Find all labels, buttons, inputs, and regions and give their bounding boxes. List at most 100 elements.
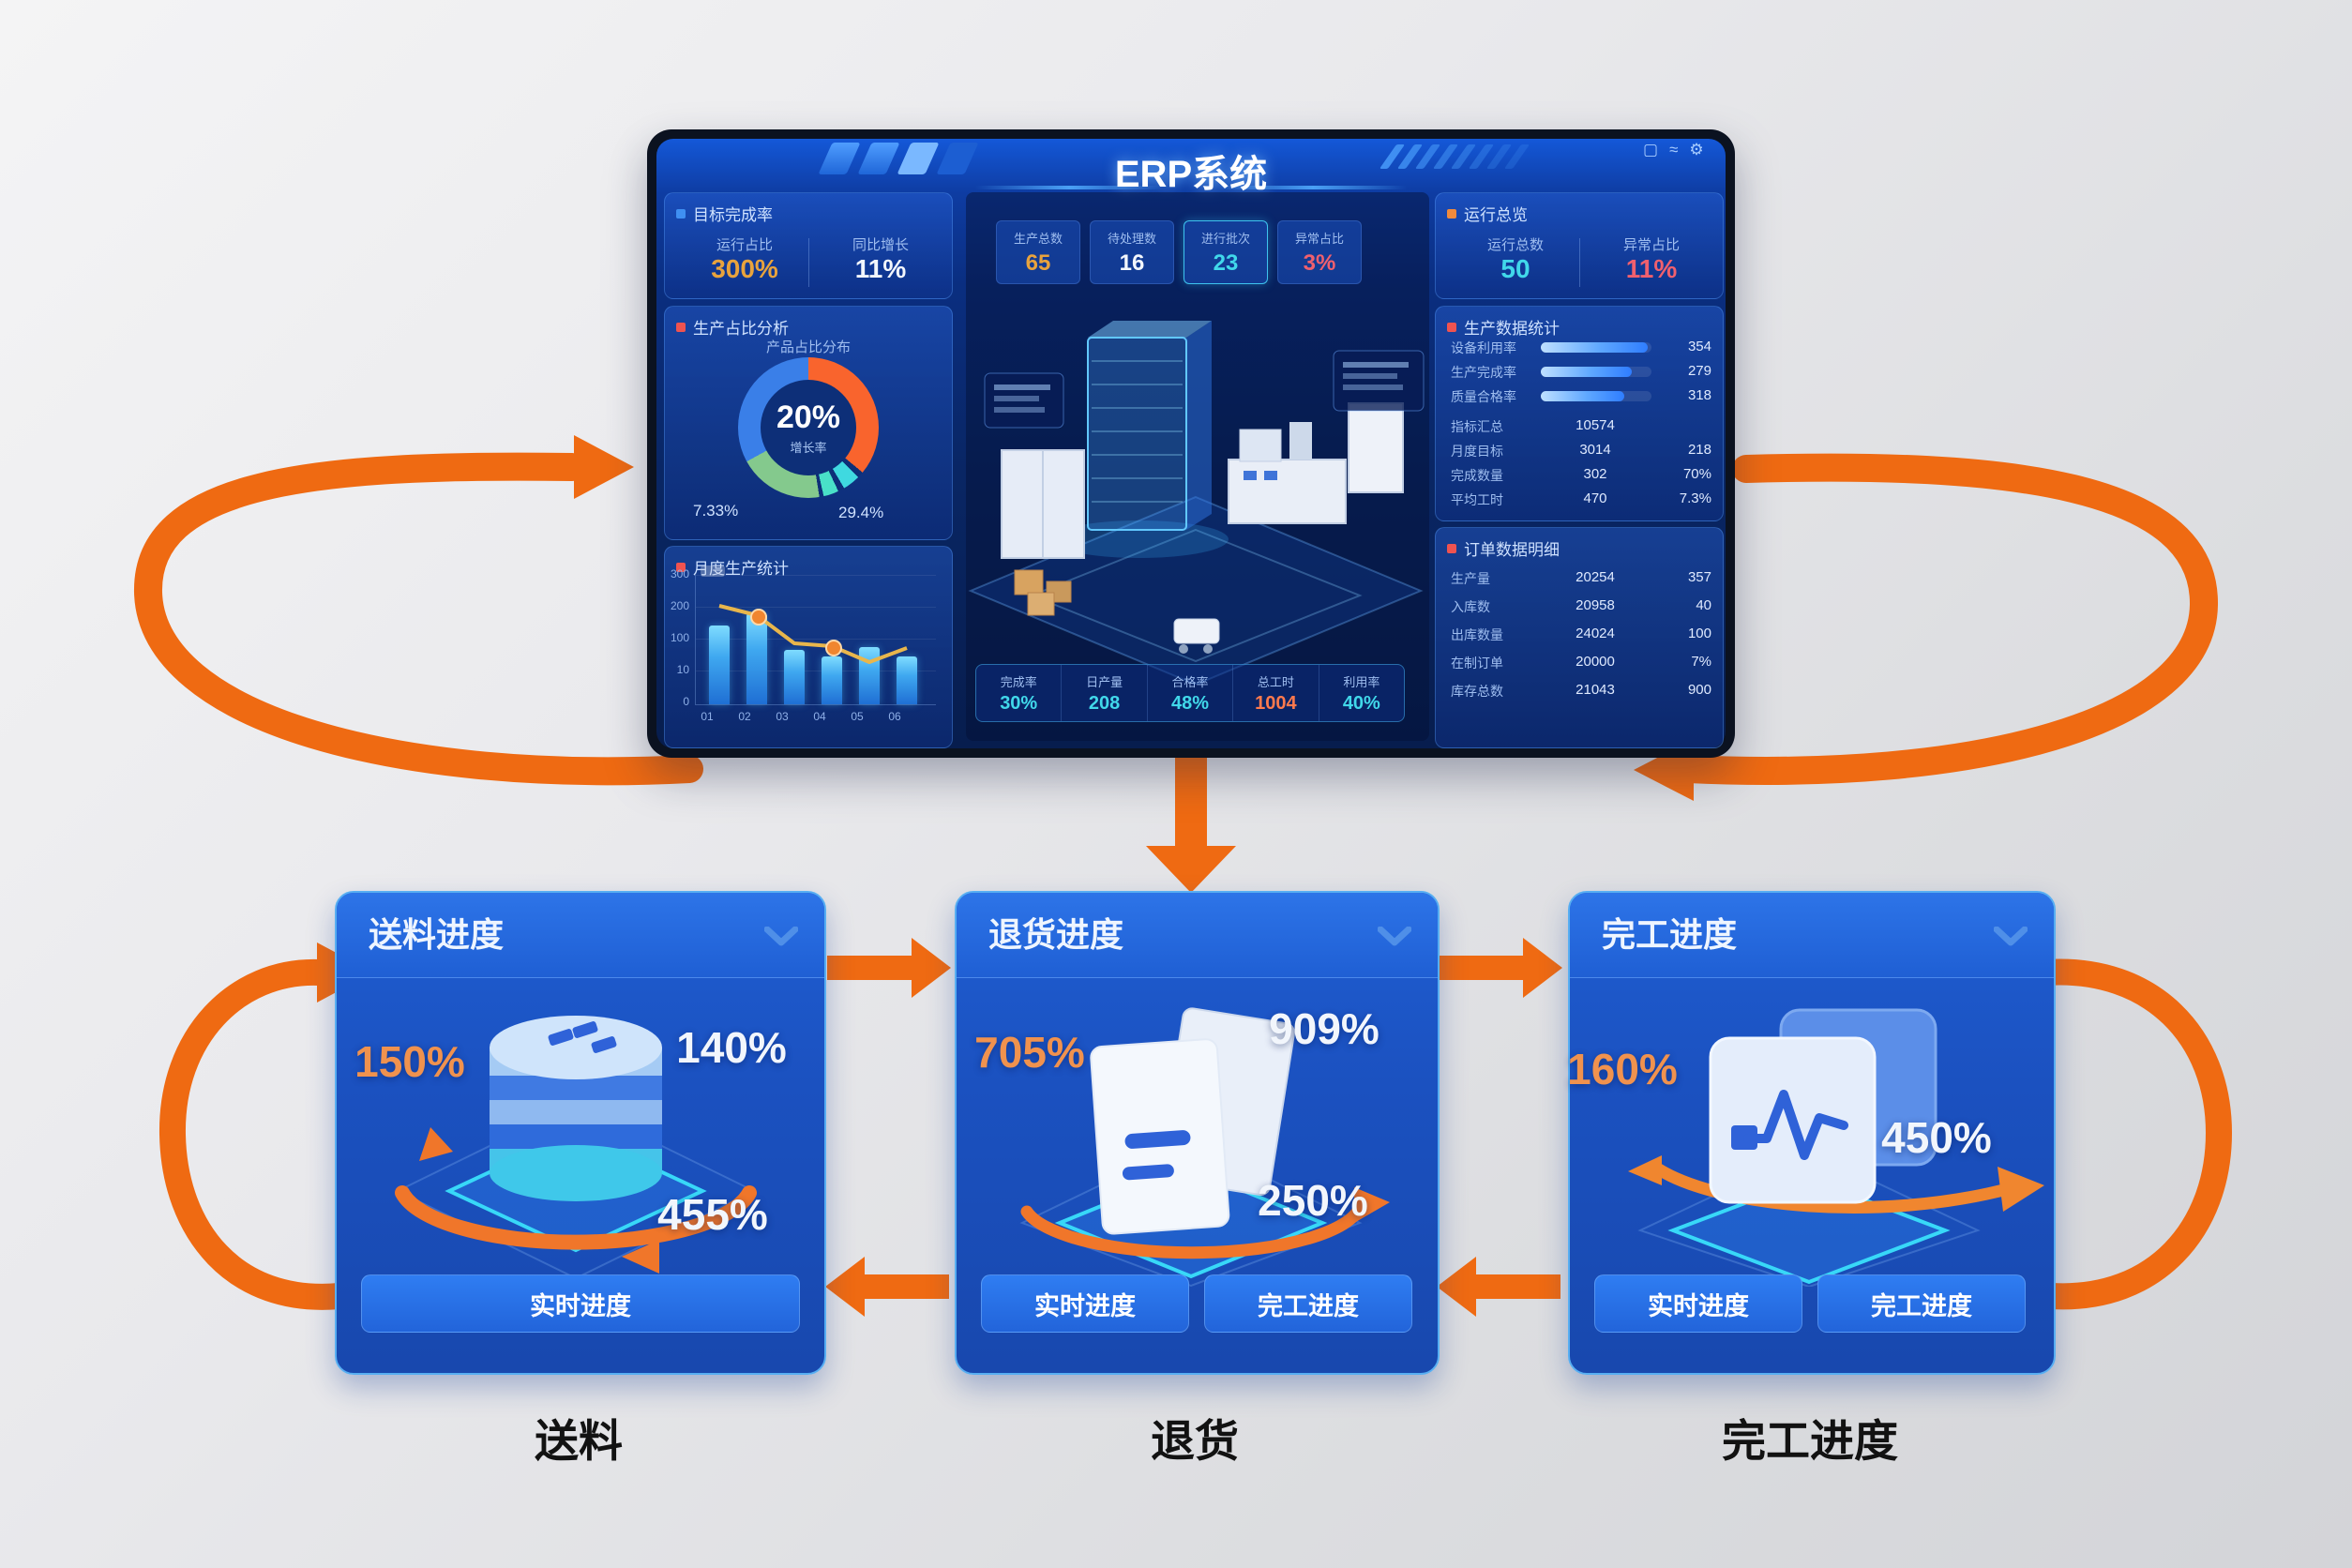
swirl-arrowhead-left — [622, 1240, 659, 1274]
chevron-down-icon[interactable] — [764, 927, 798, 947]
chevron-down-icon[interactable] — [1994, 927, 2028, 947]
machine-small — [1289, 422, 1312, 460]
completion-progress-button[interactable]: 完工进度 — [1204, 1274, 1412, 1333]
callout-right — [1333, 350, 1425, 412]
table-cell: 100 — [1687, 626, 1711, 641]
row-value: 70% — [1682, 466, 1711, 482]
kpi-tile: 生产总数 65 — [996, 220, 1080, 284]
arrowhead-into-dashboard — [574, 435, 634, 499]
realtime-progress-button[interactable]: 实时进度 — [1594, 1274, 1802, 1333]
legend-chip — [701, 565, 725, 577]
cart — [1173, 618, 1220, 644]
panel-trend: 月度生产统计 300 200 100 10 0 01 02 03 04 05 0… — [664, 546, 953, 748]
table-row-label: 库存总数 — [1451, 684, 1503, 699]
x-tick: 05 — [851, 710, 864, 723]
pallet-box-3 — [1027, 592, 1055, 616]
panel-table-header: 订单数据明细 — [1464, 541, 1560, 559]
machine-tall — [1348, 402, 1404, 493]
gear-icon[interactable]: ⚙ — [1689, 141, 1704, 158]
card-title: 完工进度 — [1602, 915, 1738, 954]
hbar-fill — [1541, 342, 1649, 353]
orange-arrow-path — [1652, 1163, 2017, 1214]
monitor-icon[interactable]: ▢ — [1643, 141, 1659, 158]
dashboard-title: ERP系统 — [1114, 154, 1268, 195]
panel-metrics: 生产数据统计 设备利用率 354 生产完成率 279 质量合格率 318 指标汇… — [1435, 306, 1724, 521]
card-title: 送料进度 — [369, 915, 505, 954]
arrow-card2-to-card3 — [1439, 938, 1562, 998]
table-cell: 21043 — [1576, 682, 1615, 698]
trend-dot — [825, 640, 842, 656]
realtime-progress-button[interactable]: 实时进度 — [361, 1274, 800, 1333]
chart-bar — [897, 656, 917, 704]
chart-bar — [709, 626, 730, 704]
x-tick: 06 — [888, 710, 901, 723]
row-value: 3014 — [1579, 442, 1611, 458]
panel-donut-header: 生产占比分析 — [693, 320, 789, 338]
swirl-arrowhead — [1354, 1187, 1390, 1223]
panel-summary-header: 运行总览 — [1464, 206, 1528, 224]
x-tick: 04 — [813, 710, 826, 723]
panel-icon — [676, 322, 686, 332]
y-tick: 0 — [683, 695, 689, 708]
arrowhead-left — [1628, 1155, 1662, 1185]
topbar-icons: ▢ ≈ ⚙ — [1632, 141, 1704, 159]
stat-label: 运行占比 — [716, 237, 773, 253]
strip-stat: 利用率 40% — [1319, 665, 1404, 721]
percent-left: 150% — [354, 1037, 465, 1086]
swirl-front — [1020, 1200, 1366, 1259]
stat-value: 300% — [711, 254, 778, 283]
signal-icon[interactable]: ≈ — [1669, 141, 1679, 158]
server-rack-top — [1088, 321, 1212, 338]
arrow-left-loop-to-dashboard — [133, 452, 703, 786]
trend-dot — [750, 609, 767, 626]
pulse-icon — [1743, 1090, 1848, 1160]
tile-label: 生产总数 — [1013, 231, 1063, 246]
donut-label-left: 7.33% — [693, 502, 739, 520]
table-cell: 20958 — [1576, 597, 1615, 613]
row-value: 7.3% — [1679, 490, 1711, 506]
y-tick: 10 — [676, 663, 689, 676]
table-cell: 40 — [1696, 597, 1711, 613]
panel-icon — [676, 562, 686, 572]
donut-subtitle: 产品占比分布 — [765, 339, 851, 355]
realtime-progress-button[interactable]: 实时进度 — [981, 1274, 1189, 1333]
chart-bar — [746, 613, 767, 704]
table-cell: 20000 — [1576, 654, 1615, 670]
title-accent-right — [1219, 186, 1407, 189]
panel-summary: 运行总览 运行总数 50 异常占比 11% — [1435, 192, 1724, 299]
stat-value: 50 — [1500, 254, 1530, 283]
kpi-tile-highlighted: 进行批次 23 — [1184, 220, 1268, 284]
strip-label: 利用率 — [1343, 674, 1380, 689]
arrow-card1-left-loop — [158, 958, 353, 1310]
title-accent-left — [975, 186, 1163, 189]
header-deco-stripes — [1379, 144, 1530, 169]
hbar-value: 279 — [1687, 363, 1711, 379]
kpi-tile: 待处理数 16 — [1090, 220, 1174, 284]
donut-center-value: 20% — [776, 400, 841, 435]
floor-diamond-inner — [1029, 528, 1363, 663]
tile-value: 3% — [1303, 249, 1336, 276]
donut-label-right: 29.4% — [838, 504, 884, 521]
percent-left: 705% — [974, 1028, 1085, 1077]
panel-overview-header: 目标完成率 — [693, 206, 773, 224]
table-row-label: 出库数量 — [1451, 627, 1503, 642]
caption-return: 退货 — [1151, 1416, 1239, 1466]
feed-illustration — [395, 1016, 757, 1280]
chevron-down-icon[interactable] — [1378, 927, 1411, 947]
table-row-label: 生产量 — [1451, 571, 1490, 586]
header-deco-bars — [818, 143, 979, 174]
card-feed-progress: 送料进度 实时进度 — [335, 891, 826, 1375]
hbar-label: 质量合格率 — [1451, 389, 1516, 404]
arrow-card2-to-card1 — [825, 1257, 949, 1317]
panel-donut: 生产占比分析 产品占比分布 20% 增长率 7.33% 29.4% — [664, 306, 953, 540]
caption-feed: 送料 — [535, 1416, 623, 1466]
card-header — [337, 893, 824, 978]
x-tick: 03 — [776, 710, 789, 723]
row-label: 平均工时 — [1451, 492, 1503, 507]
bar-line-chart — [695, 575, 936, 705]
completion-progress-button[interactable]: 完工进度 — [1817, 1274, 2026, 1333]
row-value: 10574 — [1576, 417, 1615, 433]
card-header — [957, 893, 1438, 978]
strip-label: 日产量 — [1086, 674, 1123, 689]
